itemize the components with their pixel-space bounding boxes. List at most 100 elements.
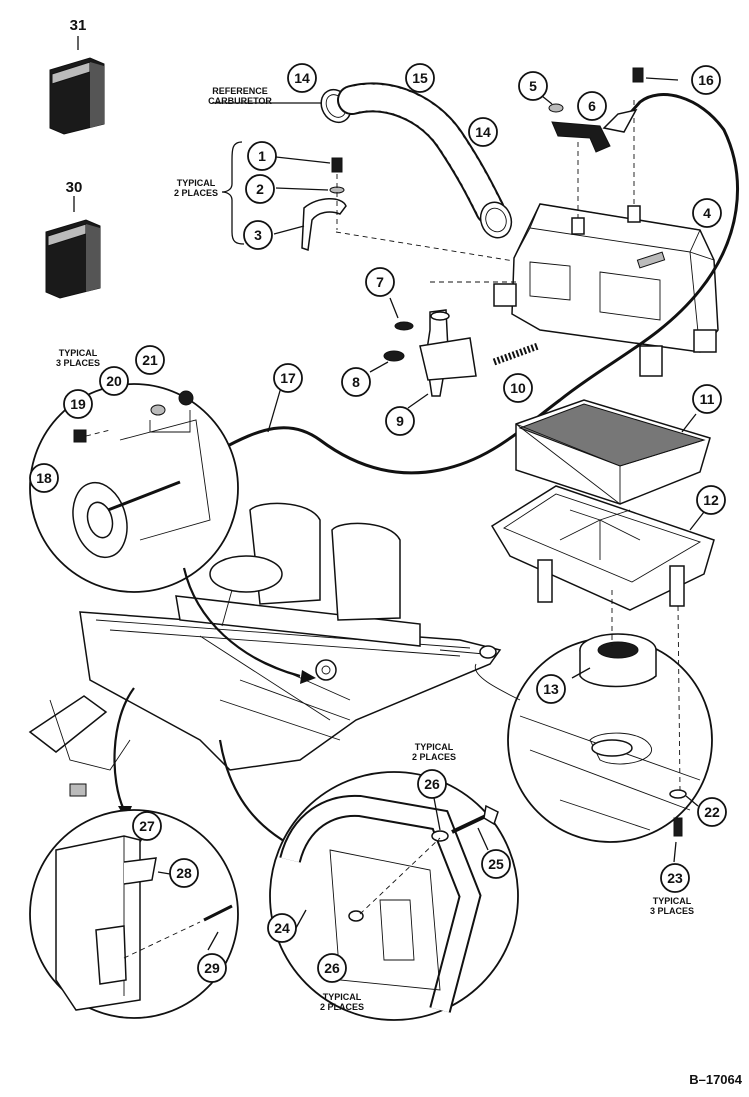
typical-bracket (221, 141, 521, 263)
svg-text:CARBURETOR: CARBURETOR (208, 96, 272, 106)
inset-bottom-center (269, 771, 519, 1021)
note-typical-3-places-left: TYPICAL 3 PLACES (56, 348, 100, 368)
note-typical-2-places-top: TYPICAL 2 PLACES (174, 178, 218, 198)
callout-13: 13 (536, 674, 566, 704)
callout-26-top: 26 (417, 769, 447, 799)
svg-text:31: 31 (70, 17, 87, 34)
svg-text:1: 1 (258, 148, 266, 164)
callout-12: 12 (696, 485, 726, 515)
svg-text:16: 16 (698, 72, 714, 88)
callout-15: 15 (405, 63, 435, 93)
svg-text:12: 12 (703, 492, 719, 508)
valve-assembly (369, 281, 540, 409)
svg-text:7: 7 (376, 274, 384, 290)
svg-text:REFERENCE: REFERENCE (212, 86, 268, 96)
svg-text:17: 17 (280, 370, 296, 386)
svg-text:28: 28 (176, 865, 192, 881)
callout-7: 7 (365, 267, 395, 297)
svg-text:11: 11 (700, 391, 715, 407)
vehicle-body (28, 502, 521, 858)
svg-text:30: 30 (66, 179, 83, 196)
callout-22: 22 (697, 797, 727, 827)
callout-17: 17 (273, 363, 303, 393)
svg-text:18: 18 (36, 470, 52, 486)
air-filter-11 (515, 399, 711, 505)
callout-5: 5 (518, 71, 548, 101)
callout-25: 25 (481, 849, 511, 879)
svg-text:5: 5 (529, 78, 537, 94)
callout-21: 21 (135, 345, 165, 375)
callout-4: 4 (692, 198, 722, 228)
svg-text:2 PLACES: 2 PLACES (412, 752, 456, 762)
callout-14-right: 14 (468, 117, 498, 147)
svg-text:23: 23 (667, 870, 683, 886)
screw-16 (632, 67, 679, 83)
svg-text:TYPICAL: TYPICAL (323, 992, 362, 1002)
svg-text:TYPICAL: TYPICAL (59, 348, 98, 358)
svg-text:2 PLACES: 2 PLACES (320, 1002, 364, 1012)
filter-tray-12 (490, 485, 715, 611)
drawing-code: B–17064 (689, 1072, 743, 1087)
inset-bottom-left (29, 809, 239, 1019)
callout-10: 10 (503, 373, 533, 403)
svg-text:14: 14 (475, 124, 491, 140)
cable-17 (178, 93, 739, 482)
svg-text:TYPICAL: TYPICAL (415, 742, 454, 752)
callout-26-bottom: 26 (317, 953, 347, 983)
callout-16: 16 (691, 65, 721, 95)
svg-text:22: 22 (704, 804, 720, 820)
svg-text:2 PLACES: 2 PLACES (174, 188, 218, 198)
svg-text:24: 24 (274, 920, 290, 936)
svg-text:26: 26 (424, 776, 440, 792)
inset-right (507, 590, 713, 843)
inset-left (29, 383, 239, 593)
callout-23: 23 (660, 863, 690, 893)
callout-18: 18 (29, 463, 59, 493)
callout-24: 24 (267, 913, 297, 943)
callout-31: 31 (70, 17, 87, 34)
svg-text:2: 2 (256, 181, 264, 197)
callout-14-left: 14 (287, 63, 317, 93)
callout-8: 8 (341, 367, 371, 397)
svg-text:3: 3 (254, 227, 262, 243)
clamp-14-right (479, 201, 513, 239)
callout-3: 3 (243, 220, 273, 250)
note-typical-2-places-mid: TYPICAL 2 PLACES (412, 742, 456, 762)
filter-block-30 (45, 196, 101, 299)
svg-text:25: 25 (488, 856, 504, 872)
callout-1: 1 (247, 141, 277, 171)
note-reference-carburetor: REFERENCE CARBURETOR (208, 86, 272, 106)
air-box-housing-4 (493, 100, 719, 377)
callout-6: 6 (577, 91, 607, 121)
svg-text:27: 27 (139, 818, 155, 834)
note-typical-2-places-bottom: TYPICAL 2 PLACES (320, 992, 364, 1012)
svg-text:15: 15 (412, 70, 428, 86)
note-typical-3-places-right: TYPICAL 3 PLACES (650, 896, 694, 916)
filter-block-31 (49, 36, 105, 135)
callout-19: 19 (63, 389, 93, 419)
callout-20: 20 (99, 366, 129, 396)
callout-9: 9 (385, 406, 415, 436)
callout-29: 29 (197, 953, 227, 983)
callout-30: 30 (66, 179, 83, 196)
svg-text:13: 13 (543, 681, 559, 697)
svg-text:20: 20 (106, 373, 122, 389)
svg-text:9: 9 (396, 413, 404, 429)
svg-text:6: 6 (588, 98, 596, 114)
svg-text:14: 14 (294, 70, 310, 86)
svg-text:21: 21 (142, 352, 158, 368)
svg-text:8: 8 (352, 374, 360, 390)
svg-text:3 PLACES: 3 PLACES (56, 358, 100, 368)
svg-text:3 PLACES: 3 PLACES (650, 906, 694, 916)
washer-22-screw-23 (669, 789, 699, 863)
svg-text:19: 19 (70, 396, 86, 412)
svg-text:26: 26 (324, 960, 340, 976)
callout-28: 28 (169, 858, 199, 888)
svg-text:29: 29 (204, 960, 220, 976)
svg-text:TYPICAL: TYPICAL (177, 178, 216, 188)
clip-5-bracket-6 (541, 95, 611, 153)
svg-text:10: 10 (510, 380, 526, 396)
callout-2: 2 (245, 174, 275, 204)
